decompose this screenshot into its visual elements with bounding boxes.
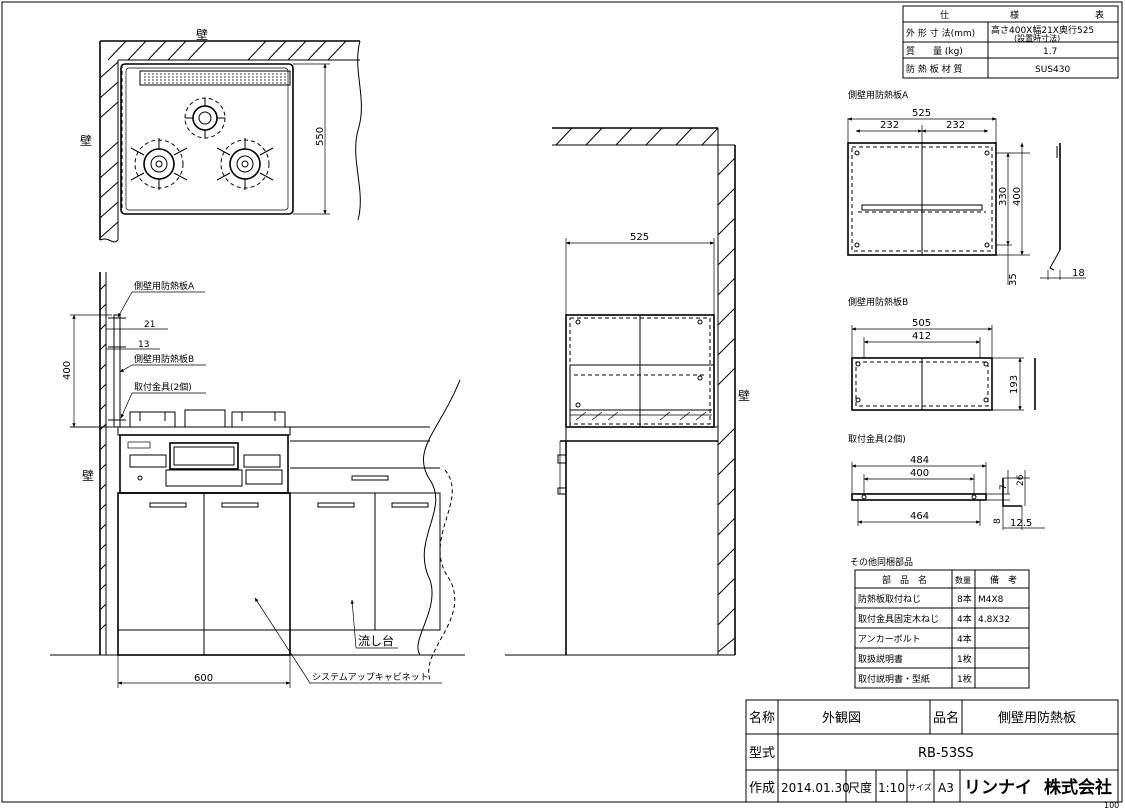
title-name-label: 名称 [749,710,775,726]
spec-value-size: 高さ400X幅21X奥行525 [991,24,1094,36]
front-view-label-sink: 流し台 [358,633,394,648]
part-a-dim-18: 18 [1072,268,1085,279]
parts-cell-name: アンカーボルト [858,634,921,645]
side-view-dim-525: 525 [630,232,649,243]
part-a-dim-330: 330 [998,187,1009,206]
title-created-label: 作成 [749,781,775,796]
parts-cell-note: M4X8 [978,595,1004,605]
parts-cell-note: 4.8X32 [978,615,1010,625]
front-view-label-bracket: 取付金具(2個) [134,381,192,393]
side-view: 壁 525 [505,127,750,656]
sheet-code: 100 [1104,801,1119,810]
parts-list: その他同梱部品 部 品 名 数量 備 考 防熱板取付ねじ 8本 M4X8 取付金… [850,556,1030,689]
title-product-value: 側壁用防熱板 [998,710,1076,726]
title-size-value: A3 [938,781,954,795]
parts-header-qty: 数量 [955,575,971,585]
front-view: 壁 400 側壁用防熱板A 21 13 側壁用防熱板B 取付金具(2個) [50,272,465,688]
spec-header-1: 仕 [940,9,949,21]
title-company-brand: リンナイ [964,778,1032,798]
part-a-dim-232-right: 232 [946,120,965,131]
part-b-drawing: 側壁用防熱板B 505 412 193 [848,296,1036,411]
bracket-dim-400: 400 [910,468,929,479]
burner-front-right [216,138,274,190]
part-a-dim-525: 525 [912,108,931,119]
front-view-dim-13: 13 [138,340,149,350]
spec-note-size: (設置時寸法) [1014,33,1060,43]
spec-label-mass: 質 量 (kg) [906,45,963,57]
front-view-label-panel-a: 側壁用防熱板A [134,280,195,292]
bracket-dim-7: 7 [999,484,1009,490]
front-view-wall-left: 壁 [82,468,94,483]
parts-row-5: 取付説明書・型紙 1枚 [858,673,972,685]
part-b-dim-505: 505 [912,318,931,329]
top-view-wall-top: 壁 [196,27,208,42]
parts-cell-name: 取付金具固定木ねじ [858,613,939,625]
parts-cell-qty: 4本 [957,613,972,625]
parts-header-note: 備 考 [990,574,1017,586]
parts-header-name: 部 品 名 [882,574,927,586]
part-a-dim-35: 35 [1008,273,1019,286]
front-view-dim-21: 21 [144,320,155,330]
title-company-suffix: 株式会社 [1044,777,1112,798]
title-name-value: 外観図 [822,711,861,726]
spec-header-3: 表 [1095,9,1104,21]
part-b-dim-193: 193 [1009,375,1020,394]
spec-header-2: 様 [1010,9,1019,21]
bracket-dim-8: 8 [993,518,1003,524]
part-a-dim-400: 400 [1012,187,1023,206]
top-view-dim-550: 550 [315,127,326,146]
front-view-label-panel-b: 側壁用防熱板B [134,353,194,365]
bracket-drawing: 取付金具(2個) 484 400 464 7 26 8 12.5 [848,433,1045,530]
bracket-dim-12-5: 12.5 [1010,518,1032,529]
parts-row-1: 防熱板取付ねじ 8本 M4X8 [858,593,1004,605]
part-b-dim-412: 412 [912,331,931,342]
title-model-value: RB-53SS [918,746,974,761]
title-scale-value: 1:10 [878,781,905,795]
front-view-label-cabinet: システムアップキャビネット [312,672,429,683]
spec-table: 仕 様 表 外 形 寸 法(mm) 高さ400X幅21X奥行525 (設置時寸法… [902,5,1119,79]
front-view-dim-400: 400 [62,361,73,380]
parts-cell-qty: 1枚 [957,653,972,665]
top-view-wall-left: 壁 [80,133,92,148]
bracket-dim-484: 484 [910,455,929,466]
part-a-dim-232-left: 232 [880,120,899,131]
parts-row-4: 取扱説明書 1枚 [858,653,972,665]
spec-value-material: SUS430 [1035,65,1070,75]
spec-label-material: 防 熱 板 材 質 [906,63,962,75]
parts-cell-name: 取付説明書・型紙 [858,673,930,685]
title-scale-label: 尺度 [848,780,872,795]
bracket-title: 取付金具(2個) [848,433,906,445]
parts-cell-qty: 8本 [957,593,972,605]
part-a-drawing: 側壁用防熱板A 525 232 232 330 400 35 [847,89,1086,286]
parts-cell-qty: 4本 [957,633,972,645]
spec-label-size: 外 形 寸 法(mm) [906,27,975,39]
top-view: 壁 壁 [80,27,362,243]
title-block: 名称 外観図 品名 側壁用防熱板 型式 RB-53SS 作成 2014.01.3… [745,699,1119,810]
parts-list-title: その他同梱部品 [850,556,913,568]
parts-cell-name: 取扱説明書 [858,653,903,665]
spec-value-mass: 1.7 [1043,47,1057,57]
front-view-dim-600: 600 [194,673,213,684]
part-b-title: 側壁用防熱板B [848,296,908,308]
part-a-title: 側壁用防熱板A [848,89,909,101]
parts-row-3: アンカーボルト 4本 [858,633,972,645]
parts-cell-name: 防熱板取付ねじ [858,593,921,605]
title-created-value: 2014.01.30 [781,781,850,795]
title-product-label: 品名 [933,710,959,726]
bracket-dim-464: 464 [910,511,929,522]
title-size-label: サイズ [908,782,932,792]
burner-front-left [130,138,188,190]
title-model-label: 型式 [749,746,775,761]
side-view-wall-right: 壁 [738,388,750,403]
burner-back [184,97,226,139]
parts-cell-qty: 1枚 [957,673,972,685]
bracket-dim-26: 26 [1016,474,1026,486]
parts-row-2: 取付金具固定木ねじ 4本 4.8X32 [858,613,1010,625]
